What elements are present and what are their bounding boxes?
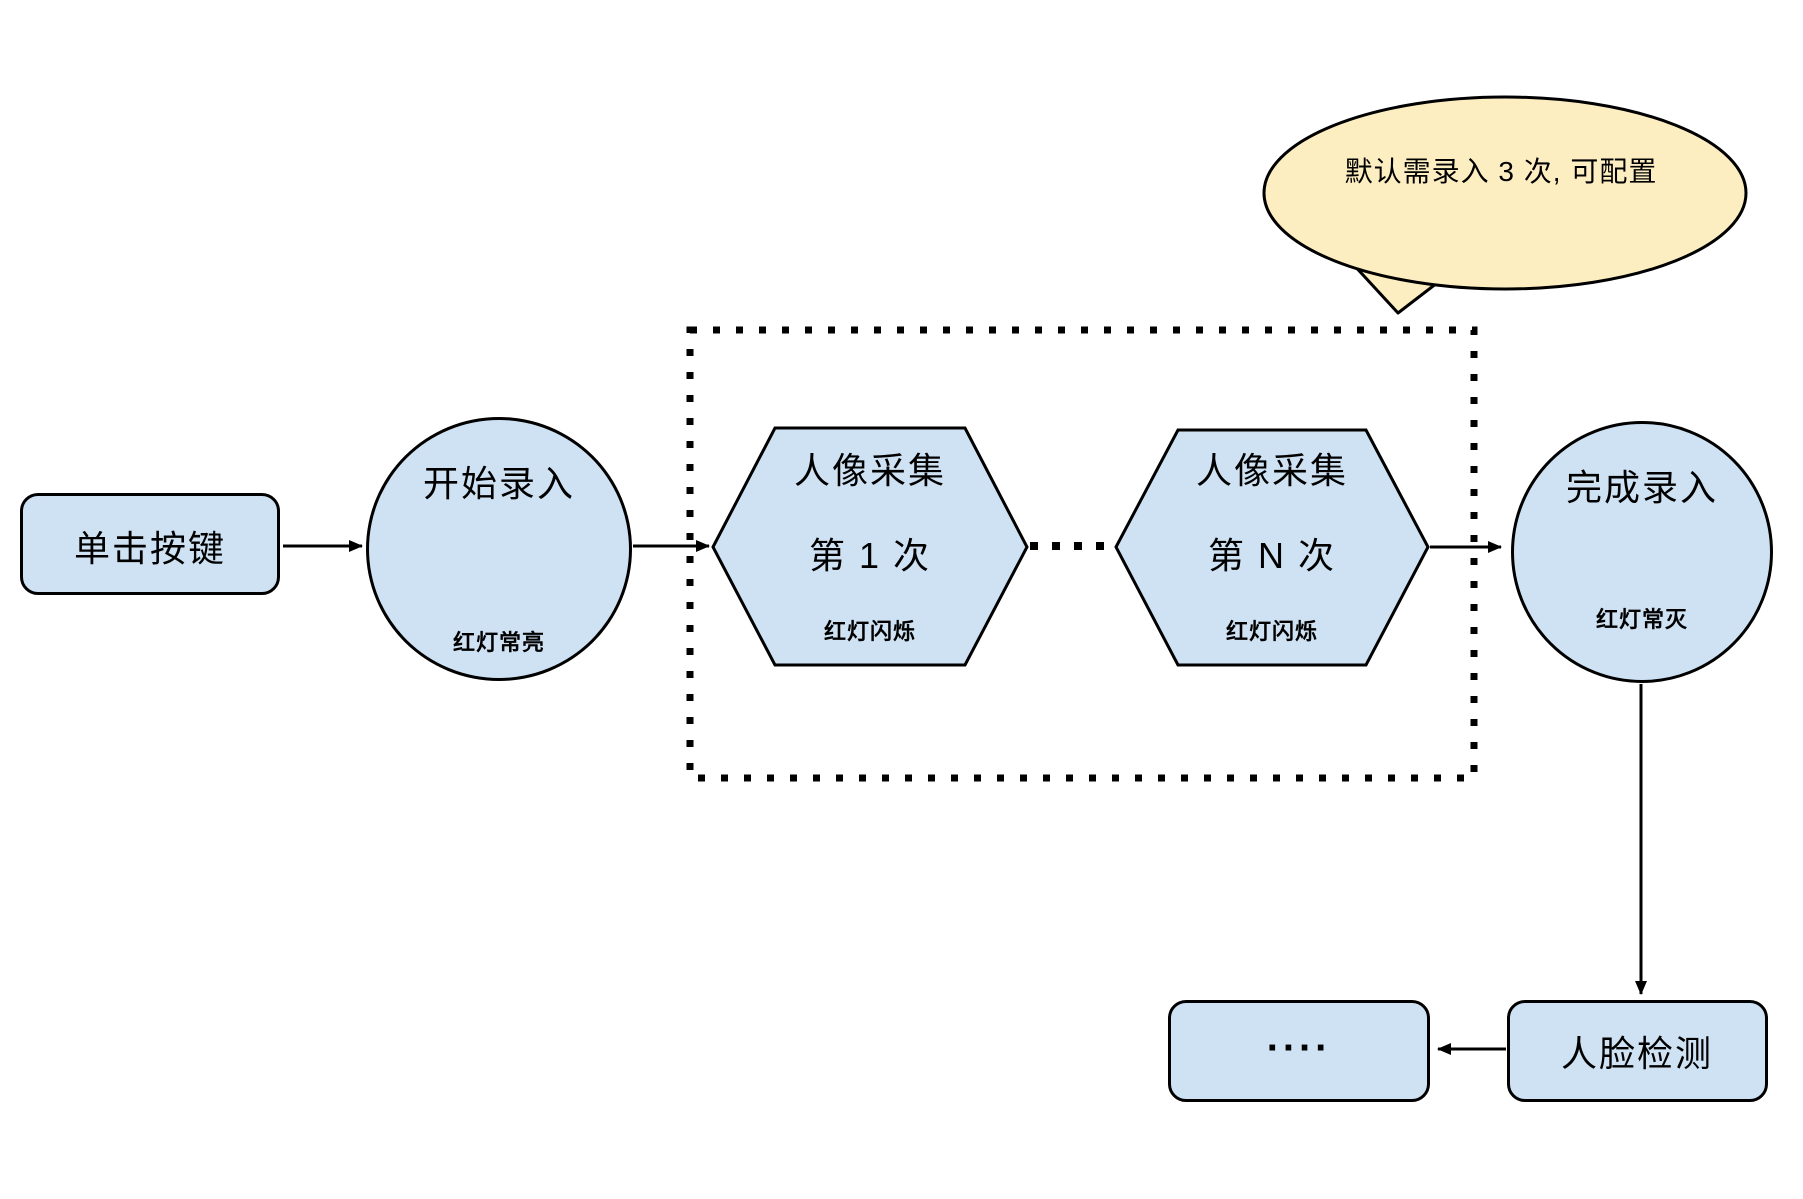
start-enroll-title: 开始录入 <box>422 463 576 504</box>
callout-bubble <box>1262 95 1748 291</box>
callout-text: 默认需录入 3 次, 可配置 <box>1344 156 1658 187</box>
capture-nth-subtitle: 红灯闪烁 <box>1225 619 1319 644</box>
capture-nth-line1: 人像采集 <box>1195 450 1349 491</box>
start-enroll-circle <box>366 417 632 681</box>
start-button-label: 单击按键 <box>73 528 227 569</box>
capture-nth-line2: 第 N 次 <box>1207 535 1337 576</box>
capture-first-line2: 第 1 次 <box>808 535 932 576</box>
start-enroll-subtitle: 红灯常亮 <box>452 630 546 655</box>
start-button-node <box>20 493 280 595</box>
finish-enroll-title: 完成录入 <box>1565 467 1719 508</box>
finish-enroll-circle <box>1511 421 1773 683</box>
capture-first-subtitle: 红灯闪烁 <box>823 619 917 644</box>
more-steps-label: .... <box>1266 1015 1332 1060</box>
finish-enroll-subtitle: 红灯常灭 <box>1595 607 1689 632</box>
face-detect-node <box>1507 1000 1768 1102</box>
loop-dotted-frame <box>686 326 1478 782</box>
capture-first-hexagon <box>711 426 1029 667</box>
capture-first-line1: 人像采集 <box>793 450 947 491</box>
capture-nth-hexagon <box>1114 428 1430 667</box>
face-detect-label: 人脸检测 <box>1560 1033 1714 1074</box>
more-steps-node <box>1168 1000 1430 1102</box>
